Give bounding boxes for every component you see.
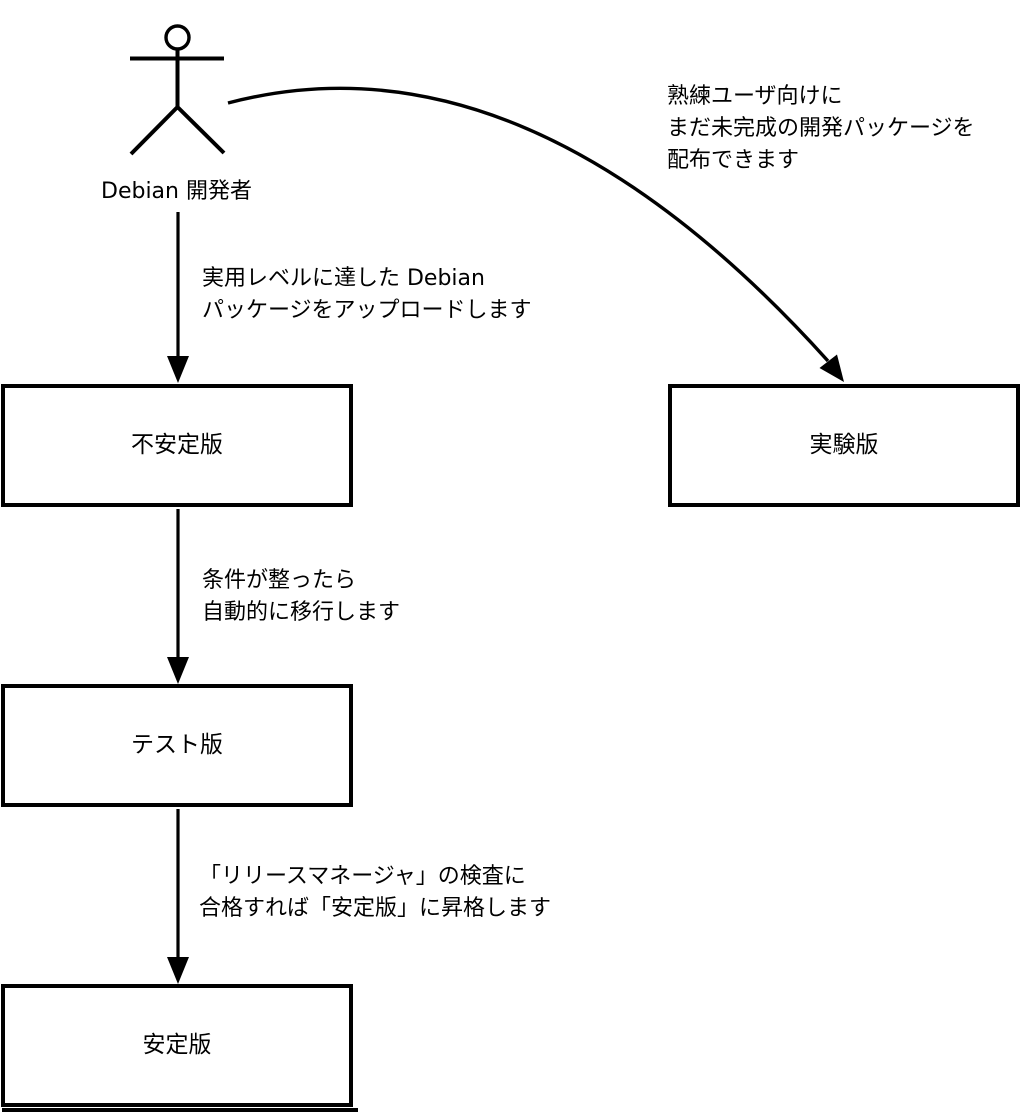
edge-label-experimental: 熟練ユーザ向けに まだ未完成の開発パッケージを 配布できます [667, 81, 975, 177]
edge-label-line: 「リリースマネージャ」の検査に [199, 864, 526, 889]
node-label: 不安定版 [131, 432, 223, 458]
edge-label-line: 合格すれば「安定版」に昇格します [199, 896, 552, 921]
edge-label-line: 熟練ユーザ向けに [667, 84, 843, 109]
arrow-unstable-to-testing [167, 509, 189, 684]
arrow-testing-to-stable [167, 809, 189, 984]
developer-stick-figure-icon [129, 24, 226, 156]
edge-label-line: 配布できます [667, 148, 800, 173]
node-testing: テスト版 [1, 684, 353, 807]
edge-label-auto-migration: 条件が整ったら 自動的に移行します [202, 565, 400, 629]
edge-label-line: 条件が整ったら [202, 568, 357, 593]
node-experimental: 実験版 [668, 384, 1020, 507]
node-label: テスト版 [131, 732, 223, 758]
edge-label-line: 実用レベルに達した Debian [202, 266, 485, 291]
node-unstable: 不安定版 [1, 384, 353, 507]
edge-label-release-check: 「リリースマネージャ」の検査に 合格すれば「安定版」に昇格します [199, 861, 551, 925]
edge-label-upload: 実用レベルに達した Debian パッケージをアップロードします [202, 263, 532, 327]
arrow-developer-to-experimental [227, 86, 844, 382]
edge-label-line: まだ未完成の開発パッケージを [667, 116, 975, 141]
node-label: 実験版 [809, 432, 879, 458]
edge-label-line: 自動的に移行します [202, 600, 401, 625]
edge-label-line: パッケージをアップロードします [202, 298, 532, 323]
node-label: 安定版 [142, 1032, 212, 1058]
actor-label: Debian 開発者 [101, 179, 252, 204]
arrow-developer-to-unstable [167, 212, 189, 383]
node-stable: 安定版 [1, 984, 353, 1107]
bottom-cropped-edge [2, 1108, 358, 1112]
